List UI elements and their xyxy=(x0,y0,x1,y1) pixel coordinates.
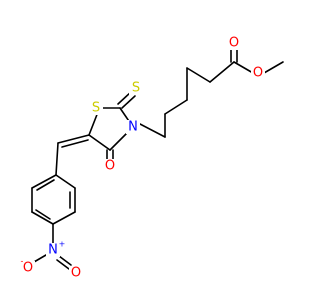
bond xyxy=(35,209,51,220)
atom-labels: O O S S N O N + O - xyxy=(21,36,265,281)
bond xyxy=(33,254,47,263)
ester-methoxy-oxygen: O xyxy=(251,66,265,81)
ring-nitrogen: N xyxy=(126,120,140,135)
bond xyxy=(164,99,188,115)
atom-label: O xyxy=(253,66,263,81)
bond xyxy=(186,67,211,83)
nitro-oxygen-minus: O - xyxy=(21,257,35,276)
bond xyxy=(209,61,235,83)
atom-label: O xyxy=(229,36,239,51)
bond xyxy=(57,134,90,144)
bond xyxy=(109,133,127,151)
bond xyxy=(88,134,111,151)
bond xyxy=(233,61,254,74)
bond xyxy=(88,111,99,136)
bond xyxy=(55,142,59,176)
atom-label: S xyxy=(92,101,100,116)
atom-label: N xyxy=(48,243,58,258)
chemical-structure: O O S S N O N + O - xyxy=(21,36,284,281)
atom-label: S xyxy=(132,81,140,96)
ring-sulfur: S xyxy=(89,101,103,116)
bond xyxy=(55,174,76,189)
nitro-nitrogen: N + xyxy=(46,240,65,258)
thione-sulfur: S xyxy=(129,81,143,96)
bond xyxy=(121,95,136,109)
bond xyxy=(117,91,132,105)
nitro-oxygen-double: O xyxy=(69,266,83,281)
atom-label: O xyxy=(71,266,81,281)
ring-carbonyl-oxygen: O xyxy=(103,159,117,174)
negative-charge: - xyxy=(21,257,24,266)
bond-lines xyxy=(31,47,284,270)
ester-carbonyl-oxygen: O xyxy=(227,36,241,51)
bond xyxy=(31,211,54,225)
bond xyxy=(263,61,284,74)
bond xyxy=(36,179,55,191)
bond xyxy=(52,211,76,225)
bond xyxy=(58,255,72,266)
bond xyxy=(139,123,166,138)
atom-label: O xyxy=(105,159,115,174)
atom-label: N xyxy=(128,120,138,135)
positive-charge: + xyxy=(59,240,66,249)
atom-label: O xyxy=(23,261,33,276)
bond xyxy=(31,174,57,189)
bond xyxy=(61,139,89,148)
bond xyxy=(56,259,70,270)
